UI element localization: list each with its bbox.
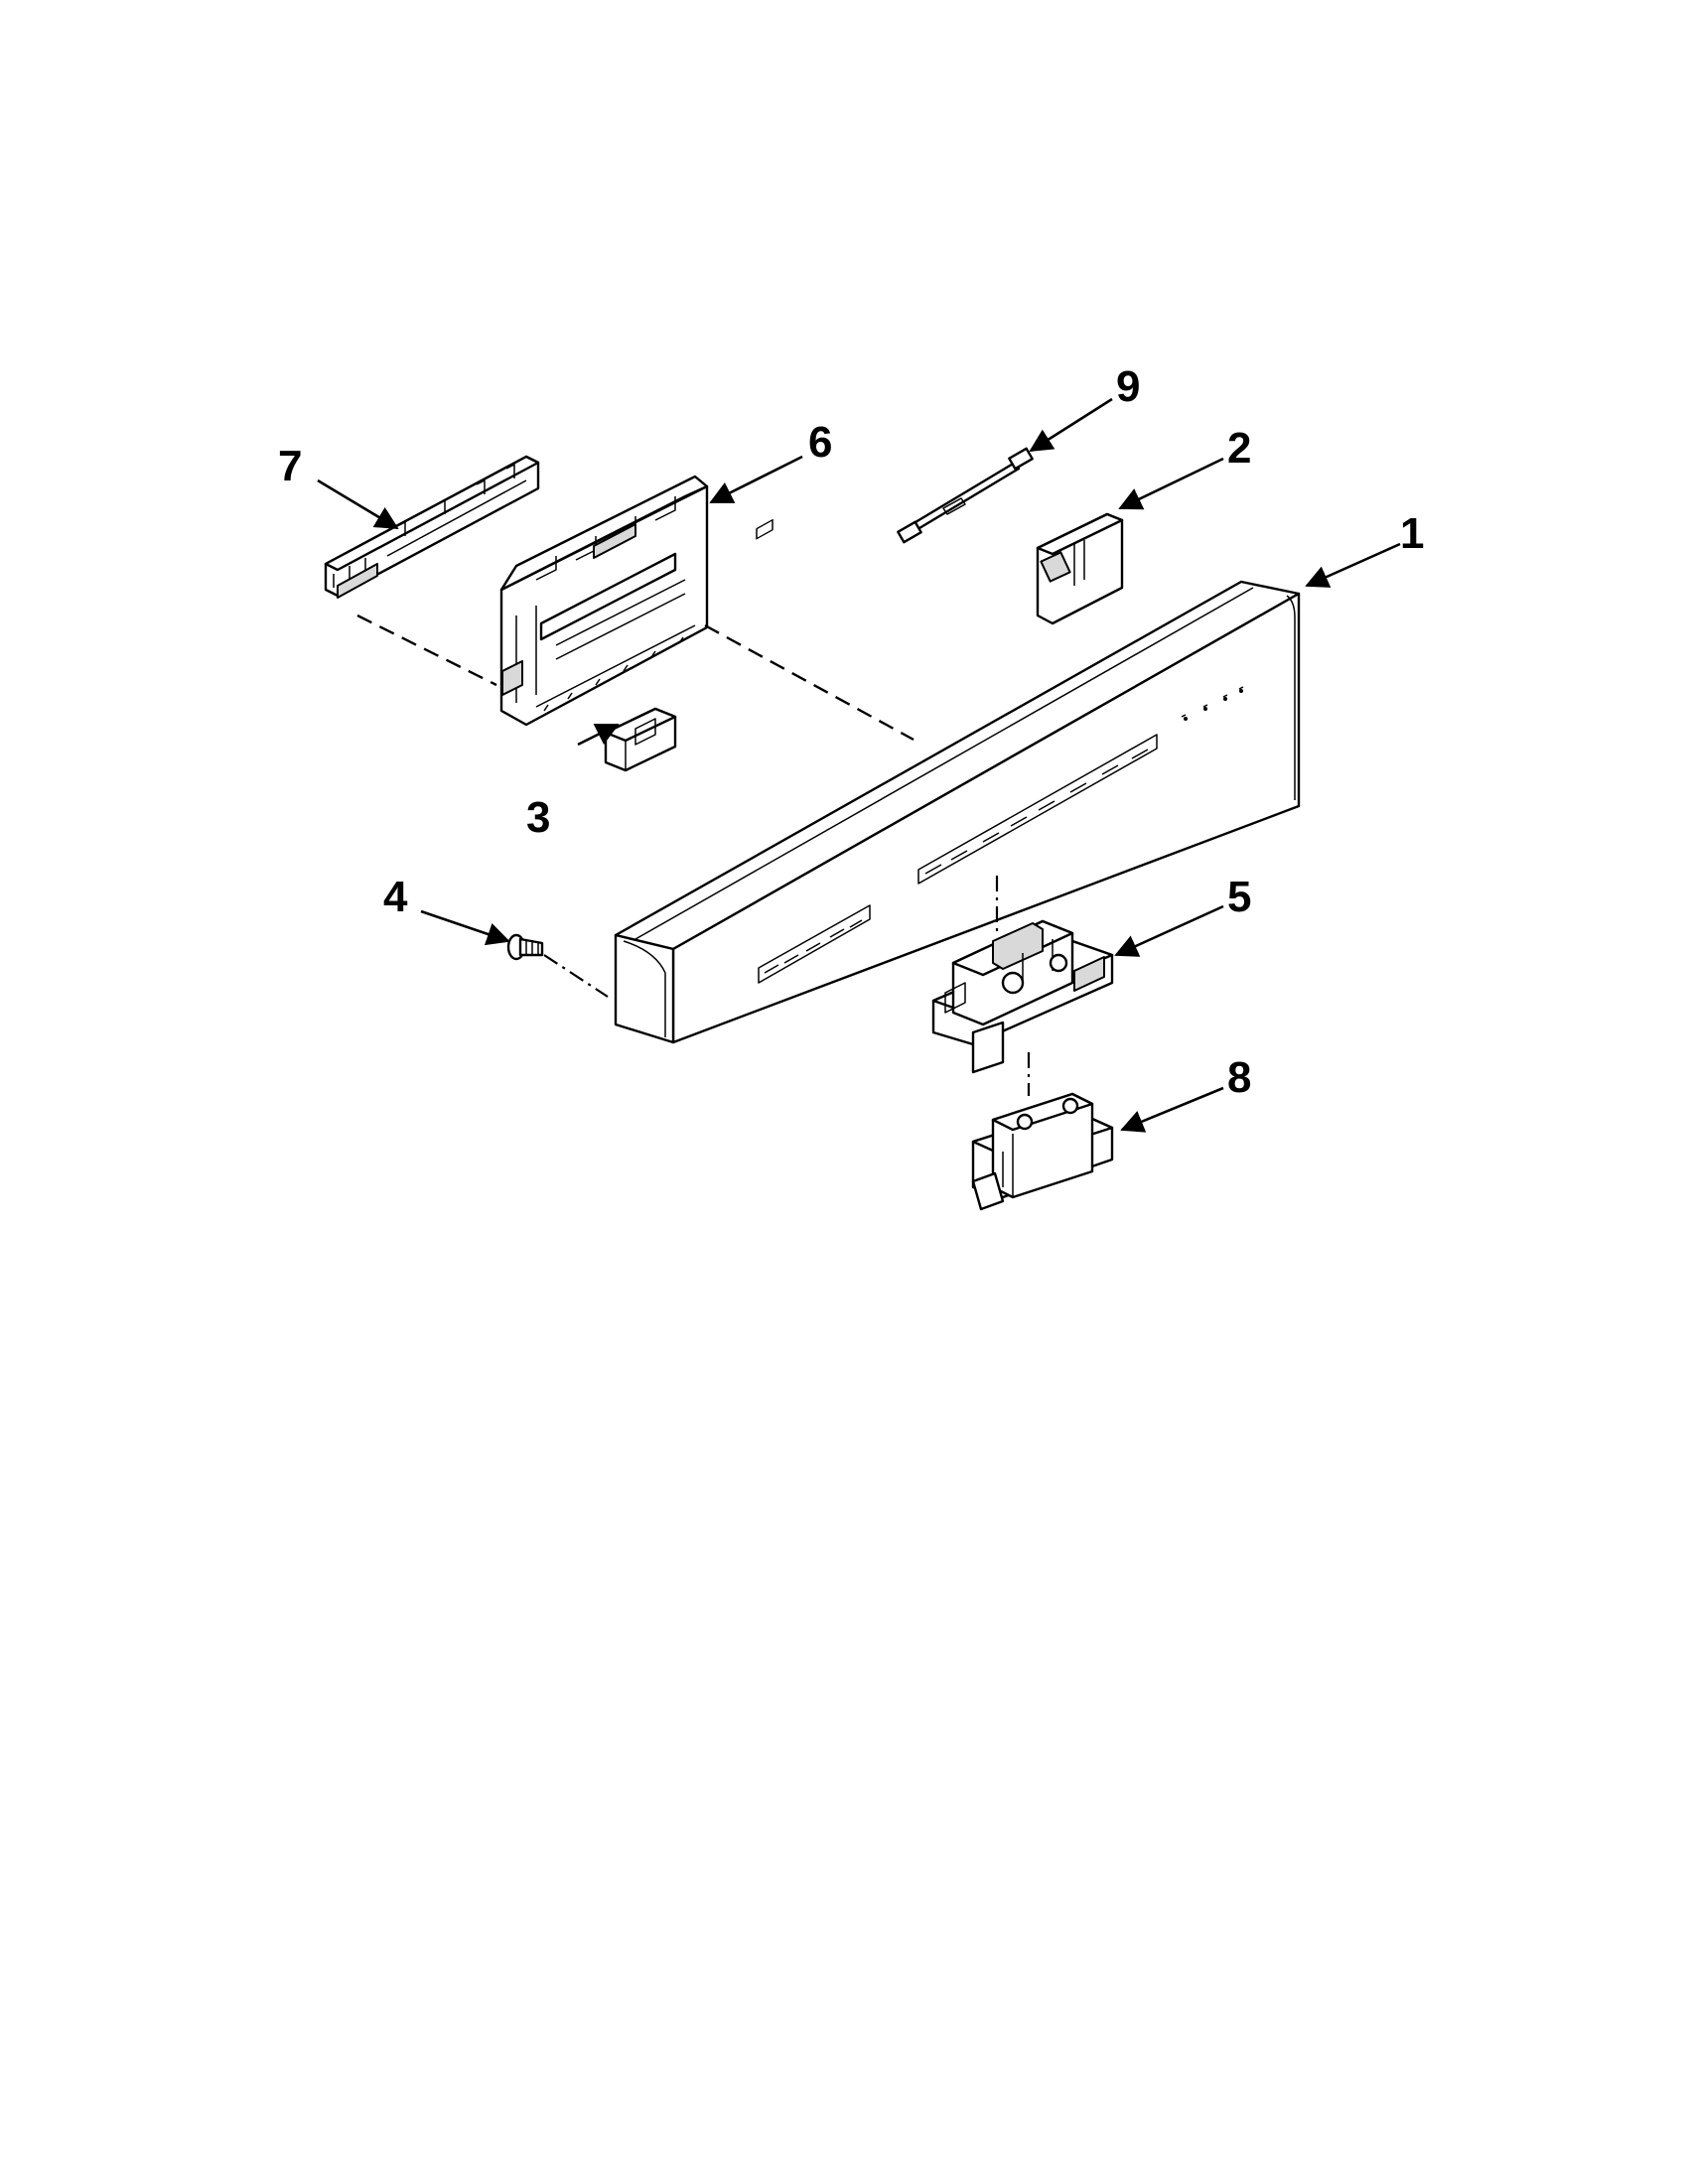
callout-1: 1: [1400, 509, 1424, 558]
console-keypad-left: [756, 518, 871, 984]
callout-numbers: 1 2 3 4 5 6 7 8 9: [278, 362, 1424, 1102]
part-9-wire-harness[interactable]: [897, 447, 1034, 544]
callout-3: 3: [526, 793, 550, 842]
assembly-lines: [356, 614, 1031, 1096]
console-keypad-center: [917, 734, 1158, 885]
part-4-screw[interactable]: [506, 933, 544, 961]
callout-6: 6: [808, 418, 832, 467]
part-8-latch-housing[interactable]: [971, 1092, 1114, 1211]
callout-5: 5: [1227, 873, 1251, 921]
part-7-interface-board[interactable]: [324, 455, 540, 599]
part-5-latch-assembly[interactable]: [931, 919, 1114, 1074]
leader-lines: [317, 397, 1401, 1133]
callout-8: 8: [1227, 1053, 1251, 1102]
part-3-clip[interactable]: [604, 707, 677, 772]
part-6-control-housing[interactable]: [499, 475, 709, 727]
callout-7: 7: [278, 442, 302, 490]
part-2-bracket[interactable]: [1036, 512, 1124, 625]
console-status-icons: [1181, 686, 1244, 721]
callout-4: 4: [383, 873, 408, 921]
callout-9: 9: [1116, 362, 1140, 411]
callout-2: 2: [1227, 424, 1251, 473]
part-1-console-panel[interactable]: [614, 518, 1301, 1044]
